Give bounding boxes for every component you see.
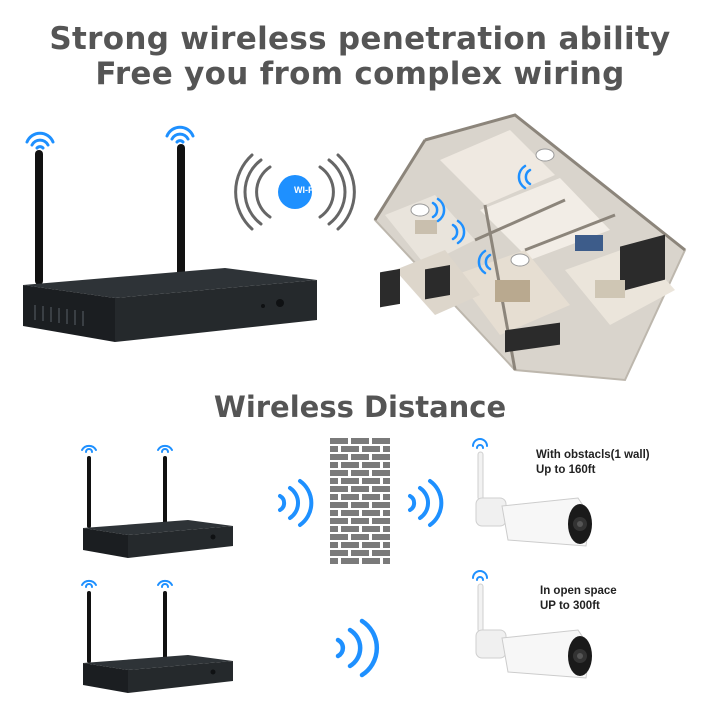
section-title: Wireless Distance <box>213 390 507 424</box>
signal-waves-right <box>408 479 444 527</box>
caption-obstacle: With obstacls(1 wall) Up to 160ft <box>536 448 650 478</box>
headline-line1: Strong wireless penetration ability <box>49 21 671 57</box>
caption-obstacle-line2: Up to 160ft <box>536 464 596 476</box>
nvr-small-2 <box>81 579 233 693</box>
wifi-signal-icon <box>472 438 488 449</box>
caption-open-line1: In open space <box>540 585 617 597</box>
wifi-signal-icon <box>165 125 195 144</box>
bullet-camera-2 <box>472 570 592 679</box>
wifi-badge-graphic <box>234 153 356 231</box>
signal-waves-open <box>335 618 380 678</box>
wifi-signal-icon <box>472 570 488 581</box>
caption-open-line2: UP to 300ft <box>540 600 600 612</box>
camera-mini <box>410 148 555 267</box>
house-floorplan <box>373 113 687 382</box>
wifi-signal-icon <box>81 444 173 453</box>
caption-open: In open space UP to 300ft <box>540 584 617 614</box>
bullet-camera-1 <box>472 438 592 547</box>
nvr-small-1 <box>81 444 233 558</box>
headline-line2: Free you from complex wiring <box>95 56 625 92</box>
wifi-badge-label: WI-FI <box>294 185 316 195</box>
brick-wall <box>330 438 390 564</box>
nvr-large <box>23 125 317 342</box>
wifi-signal-icon <box>81 579 173 588</box>
signal-waves-left <box>278 479 314 527</box>
caption-obstacle-line1: With obstacls(1 wall) <box>536 449 650 461</box>
wifi-signal-icon <box>25 131 55 150</box>
